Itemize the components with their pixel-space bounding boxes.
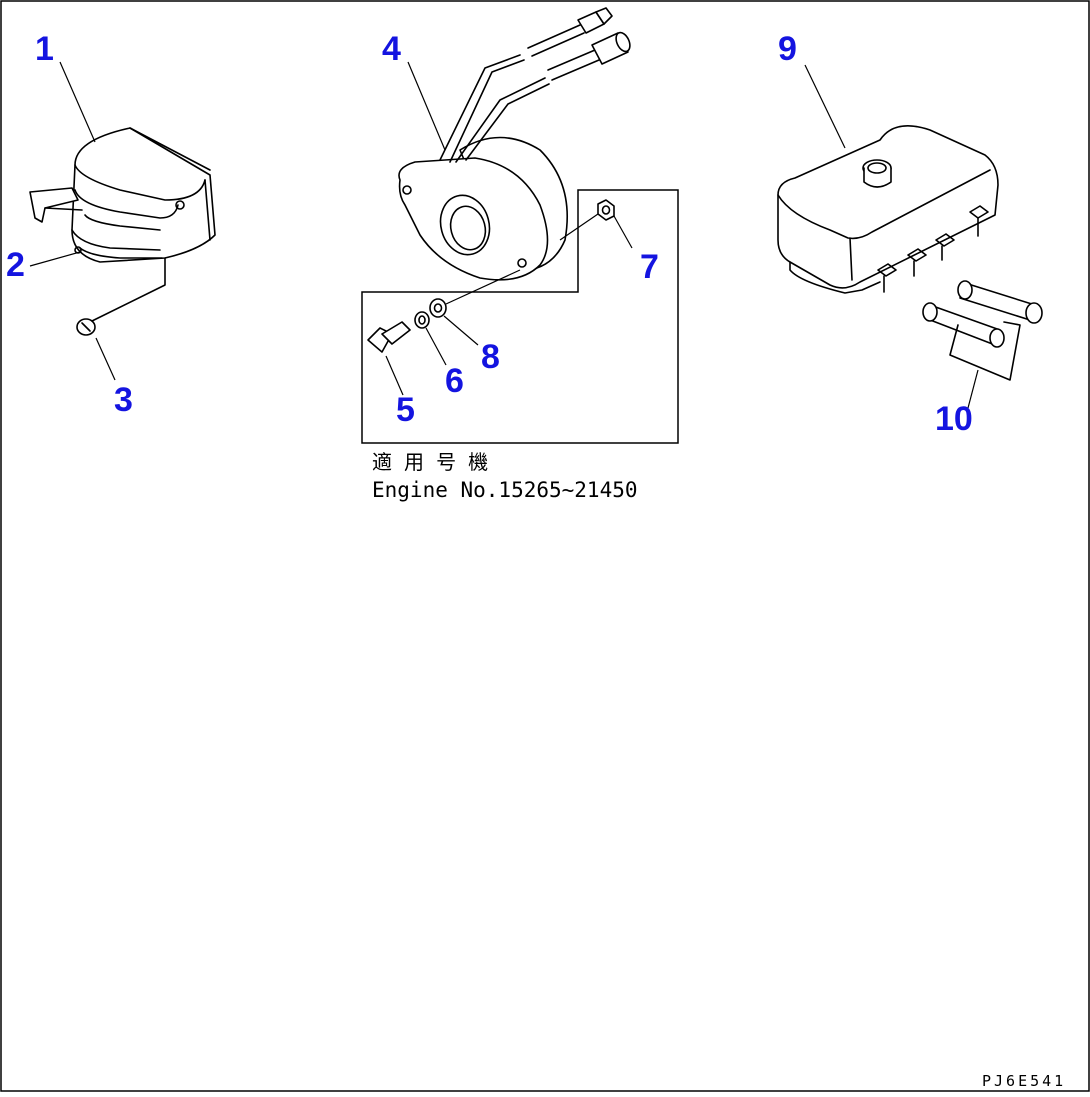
nut-drawing <box>559 199 633 249</box>
leader-10 <box>967 369 979 409</box>
bolt-drawing <box>367 321 411 396</box>
applicability-heading: 適 用 号 機 <box>372 450 489 474</box>
applicability-serial: Engine No.15265~21450 <box>372 478 638 502</box>
leader-9 <box>804 64 846 149</box>
callout-5: 5 <box>396 391 415 429</box>
callout-6: 6 <box>445 362 464 400</box>
switch-housing-drawing <box>29 127 216 263</box>
inset-frame <box>361 189 679 444</box>
fuses-drawing <box>922 280 1043 381</box>
callout-9: 9 <box>778 30 797 68</box>
callout-3: 3 <box>114 381 133 419</box>
callout-4: 4 <box>382 30 401 68</box>
leader-4 <box>407 61 446 151</box>
coil-assembly-drawing <box>398 7 631 281</box>
leader-3 <box>95 337 116 381</box>
screw-drawing <box>76 257 166 336</box>
spring-washer-drawing <box>414 311 447 366</box>
callout-1: 1 <box>35 30 54 68</box>
callout-2: 2 <box>6 246 25 284</box>
washer-drawing <box>429 269 521 346</box>
callout-10: 10 <box>935 400 973 438</box>
leader-1 <box>59 61 96 143</box>
leader-2 <box>29 251 81 267</box>
callout-8: 8 <box>481 338 500 376</box>
callout-7: 7 <box>640 248 659 286</box>
drawing-code: PJ6E541 <box>982 1072 1067 1090</box>
fuse-box-drawing <box>777 124 999 294</box>
